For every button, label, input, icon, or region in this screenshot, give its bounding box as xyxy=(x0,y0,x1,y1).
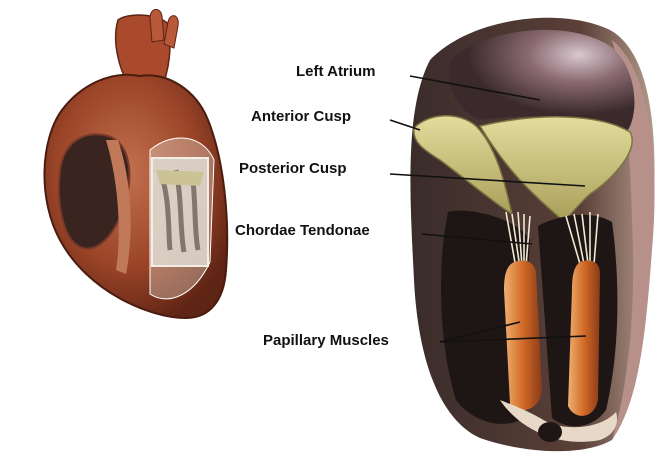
vessel-branch-shape xyxy=(164,16,178,48)
whole-heart-illustration xyxy=(44,9,227,318)
papillary-muscle-shape xyxy=(568,261,600,416)
label-posterior-cusp: Posterior Cusp xyxy=(239,160,347,177)
papillary-muscle-shape xyxy=(504,260,542,410)
label-papillary-muscles: Papillary Muscles xyxy=(263,332,389,349)
label-left-atrium: Left Atrium xyxy=(296,63,375,80)
label-chordae-tendonae: Chordae Tendonae xyxy=(235,222,370,239)
vessel-branch-shape xyxy=(150,9,164,42)
left-atrium-shape xyxy=(449,30,635,130)
label-anterior-cusp: Anterior Cusp xyxy=(251,108,351,125)
apex-hole-shape xyxy=(538,422,562,442)
